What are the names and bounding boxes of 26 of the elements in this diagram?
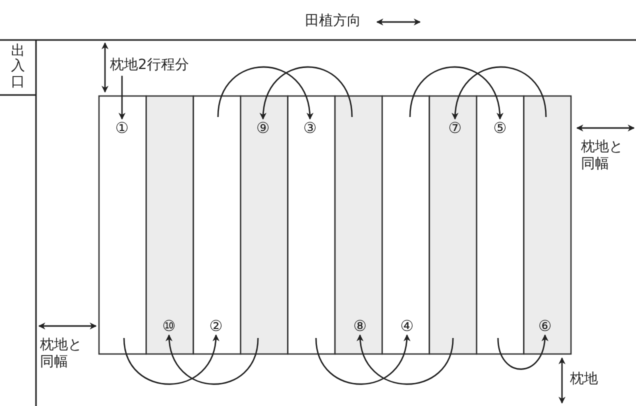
row-number: ③ (301, 120, 319, 136)
headland-width-label: 枕地と同幅 (40, 337, 83, 371)
turn-arrow (409, 66, 503, 120)
row-number: ④ (398, 318, 416, 334)
leader-arrow (118, 76, 126, 120)
row-number: ⑩ (160, 318, 178, 334)
turn-arrow (123, 334, 219, 385)
headland-width-label: 枕地と同幅 (581, 139, 624, 173)
turn-arrow (497, 334, 548, 370)
turn-arrow (452, 66, 547, 120)
direction-label: 田植方向 (305, 13, 361, 30)
entrance-label: 出入口 (11, 44, 25, 90)
row-number: ⑧ (351, 318, 369, 334)
row-number: ⑦ (446, 120, 464, 136)
turn-arrow (357, 334, 454, 385)
turn-arrow (217, 66, 313, 120)
headland-label: 枕地 (570, 371, 598, 388)
row-number: ⑤ (491, 120, 509, 136)
row-number: ⑨ (254, 120, 272, 136)
turn-arrow (166, 334, 259, 385)
row-number: ⑥ (536, 318, 554, 334)
turn-arrow (315, 334, 410, 385)
headland-label: 枕地2行程分 (110, 57, 189, 74)
row-number: ② (207, 318, 225, 334)
row-number: ① (113, 120, 131, 136)
turn-arrow (260, 66, 353, 120)
